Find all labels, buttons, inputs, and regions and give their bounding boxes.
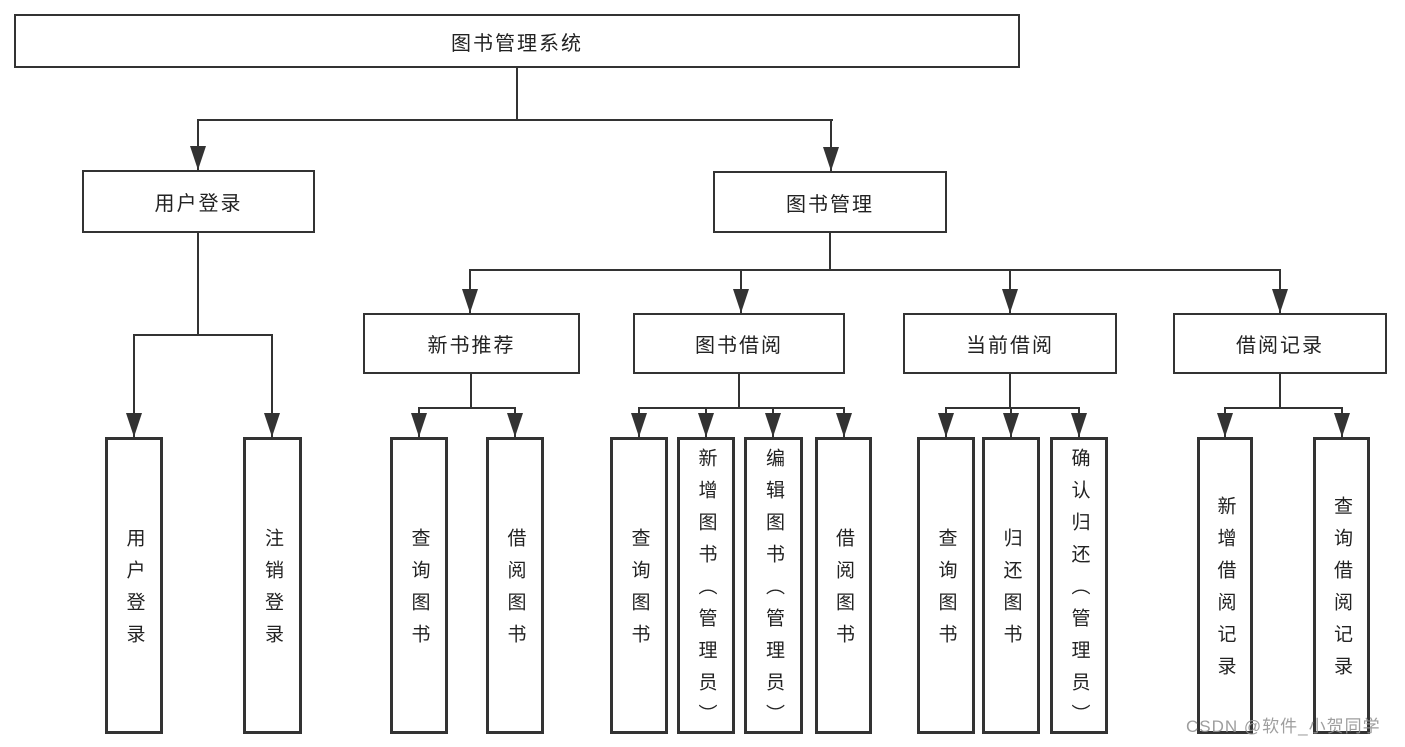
leaf-current-query-book-label: 查询图书 — [935, 528, 957, 656]
leaf-record-query: 查询借阅记录 — [1313, 437, 1370, 734]
node-new-book-recommend-label: 新书推荐 — [427, 335, 516, 357]
arrow-down-icon — [733, 289, 749, 313]
connector-recommend-trunk — [470, 372, 472, 409]
leaf-current-confirm-return: 确认归还（管理员） — [1050, 437, 1108, 736]
leaf-user-login: 用户登录 — [105, 437, 163, 734]
leaf-record-query-label: 查询借阅记录 — [1331, 496, 1352, 688]
arrow-down-icon — [411, 413, 427, 437]
arrow-down-icon — [507, 413, 523, 437]
connector-user-login-stub-1 — [133, 334, 135, 437]
node-book-borrow: 图书借阅 — [633, 313, 845, 374]
connector-user-login-branch — [133, 334, 273, 336]
node-book-management-label: 图书管理 — [786, 193, 874, 216]
leaf-current-return-book-label: 归还图书 — [1000, 528, 1022, 656]
arrow-down-icon — [631, 413, 647, 437]
leaf-borrow-borrow-book-label: 借阅图书 — [833, 528, 854, 656]
connector-borrow-branch — [638, 407, 844, 409]
leaf-borrow-edit-book: 编辑图书（管理员） — [744, 437, 803, 736]
connector-root-branch — [197, 119, 833, 121]
leaf-borrow-edit-book-label: 编辑图书（管理员） — [763, 448, 784, 736]
connector-record-branch — [1224, 407, 1342, 409]
leaf-recommend-query-book-label: 查询图书 — [408, 528, 430, 656]
node-borrow-record-label: 借阅记录 — [1236, 335, 1324, 357]
leaf-borrow-borrow-book: 借阅图书 — [815, 437, 872, 734]
arrow-down-icon — [1002, 289, 1018, 313]
node-root-label: 图书管理系统 — [451, 32, 583, 55]
connector-root-stub-right — [830, 119, 832, 171]
leaf-recommend-borrow-book-label: 借阅图书 — [504, 528, 526, 656]
leaf-borrow-add-book: 新增图书（管理员） — [677, 437, 735, 736]
arrow-down-icon — [264, 413, 280, 437]
leaf-current-return-book: 归还图书 — [982, 437, 1040, 734]
arrow-down-icon — [462, 289, 478, 313]
connector-user-login-stub-2 — [271, 334, 273, 437]
arrow-down-icon — [1334, 413, 1350, 437]
node-current-borrow-label: 当前借阅 — [966, 335, 1054, 357]
arrow-down-icon — [1071, 413, 1087, 437]
node-new-book-recommend: 新书推荐 — [363, 313, 580, 374]
leaf-borrow-query-book-label: 查询图书 — [628, 528, 650, 656]
arrow-down-icon — [1003, 413, 1019, 437]
leaf-logout-label: 注销登录 — [262, 528, 283, 656]
leaf-record-add-label: 新增借阅记录 — [1214, 496, 1236, 688]
node-root-system: 图书管理系统 — [14, 14, 1020, 68]
connector-root-stub-left — [197, 119, 199, 170]
connector-current-branch — [945, 407, 1080, 409]
connector-user-login-trunk — [197, 231, 199, 336]
arrow-down-icon — [836, 413, 852, 437]
connector-record-trunk — [1279, 372, 1281, 409]
leaf-record-add: 新增借阅记录 — [1197, 437, 1253, 734]
connector-current-trunk — [1009, 372, 1011, 409]
connector-recommend-branch — [418, 407, 516, 409]
arrow-down-icon — [190, 146, 206, 170]
node-user-login-module: 用户登录 — [82, 170, 315, 233]
arrow-down-icon — [1217, 413, 1233, 437]
connector-book-mgmt-branch — [469, 269, 1281, 271]
arrow-down-icon — [938, 413, 954, 437]
node-current-borrow: 当前借阅 — [903, 313, 1117, 374]
arrow-down-icon — [765, 413, 781, 437]
leaf-current-query-book: 查询图书 — [917, 437, 975, 734]
node-user-login-label: 用户登录 — [154, 193, 243, 215]
leaf-recommend-query-book: 查询图书 — [390, 437, 448, 734]
node-book-management-module: 图书管理 — [713, 171, 947, 233]
leaf-current-confirm-return-label: 确认归还（管理员） — [1068, 448, 1090, 736]
node-borrow-record: 借阅记录 — [1173, 313, 1387, 374]
arrow-down-icon — [823, 147, 839, 171]
arrow-down-icon — [1272, 289, 1288, 313]
connector-book-mgmt-trunk — [829, 231, 831, 271]
arrow-down-icon — [698, 413, 714, 437]
connector-root-trunk — [516, 66, 518, 121]
csdn-watermark: CSDN @软件_小贺同学 — [1186, 717, 1381, 736]
leaf-logout: 注销登录 — [243, 437, 302, 734]
leaf-user-login-label: 用户登录 — [123, 528, 145, 656]
arrow-down-icon — [126, 413, 142, 437]
leaf-recommend-borrow-book: 借阅图书 — [486, 437, 544, 734]
node-book-borrow-label: 图书借阅 — [695, 335, 783, 357]
connector-borrow-trunk — [738, 372, 740, 409]
leaf-borrow-query-book: 查询图书 — [610, 437, 668, 734]
leaf-borrow-add-book-label: 新增图书（管理员） — [695, 448, 717, 736]
